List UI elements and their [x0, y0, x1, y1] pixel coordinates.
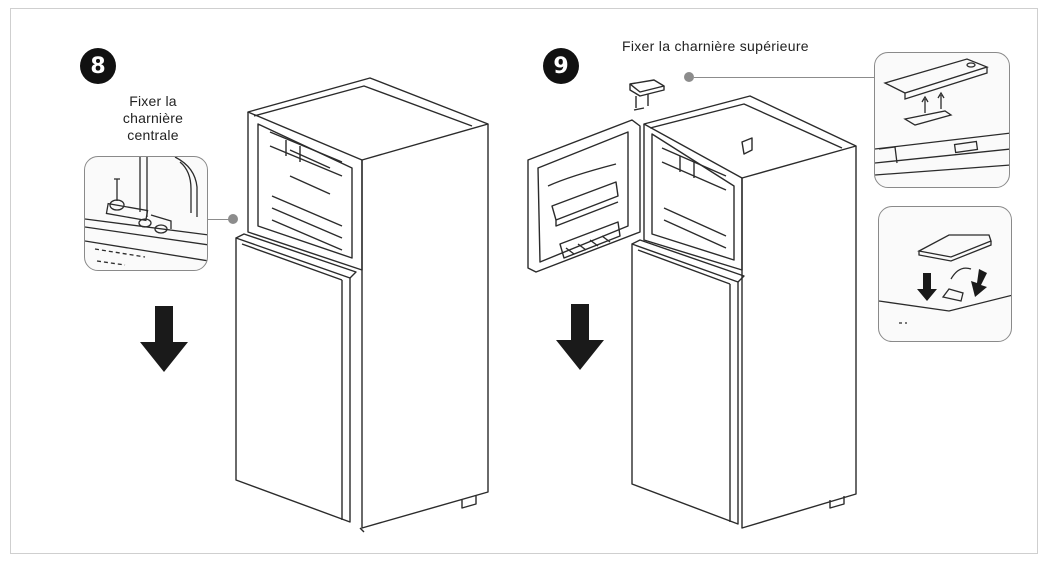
hinge-cover-detail-drawing	[879, 234, 1011, 324]
down-arrow-icon	[971, 269, 987, 297]
center-hinge-marker	[228, 214, 238, 224]
step-8-caption-line-2: charnière	[122, 110, 184, 126]
hinge-cover-detail-inset	[878, 206, 1012, 342]
step-8-badge: 8	[80, 48, 116, 84]
step-9-caption: Fixer la charnière supérieure	[622, 38, 809, 54]
step-9-number: 9	[553, 53, 569, 79]
step-8-number: 8	[90, 53, 106, 79]
step-9-badge: 9	[543, 48, 579, 84]
top-hinge-leader-line	[694, 77, 874, 78]
down-arrow-icon	[140, 306, 188, 372]
down-arrow-icon	[556, 304, 604, 370]
diagram-frame	[10, 8, 1038, 554]
down-arrow-icon	[917, 273, 937, 301]
top-hinge-detail-inset	[874, 52, 1010, 188]
step-8-caption: Fixer la charnière centrale	[98, 93, 208, 144]
top-hinge-marker	[684, 72, 694, 82]
step-8-caption-line-1: Fixer la	[129, 93, 177, 109]
center-hinge-leader-line	[208, 219, 230, 220]
center-hinge-detail-drawing	[85, 157, 207, 266]
step-8-caption-line-3: centrale	[127, 127, 179, 143]
center-hinge-detail-inset	[84, 156, 208, 271]
top-hinge-detail-drawing	[875, 58, 1009, 176]
